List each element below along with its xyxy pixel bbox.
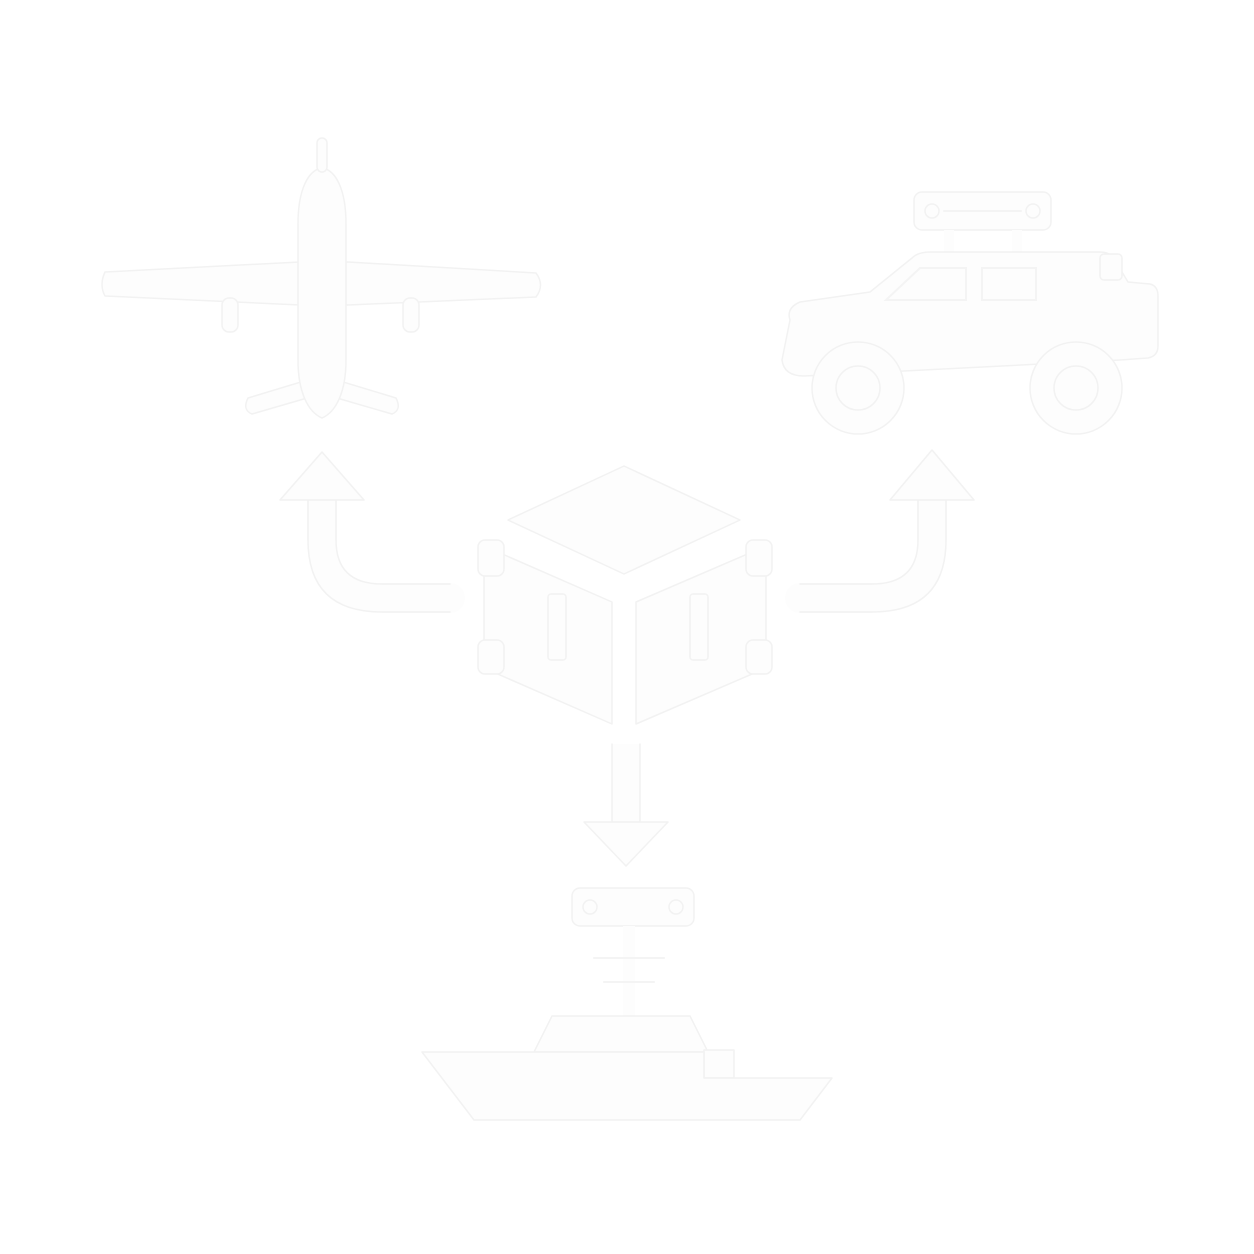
connector-arrow-suv [785, 449, 975, 613]
package-box-icon [477, 465, 773, 725]
connector-arrow-airplane [279, 451, 465, 613]
connector-arrow-ship [583, 743, 669, 867]
airplane-icon [101, 137, 542, 419]
cargo-ship-icon [421, 887, 833, 1121]
suv-car-icon [781, 191, 1159, 435]
